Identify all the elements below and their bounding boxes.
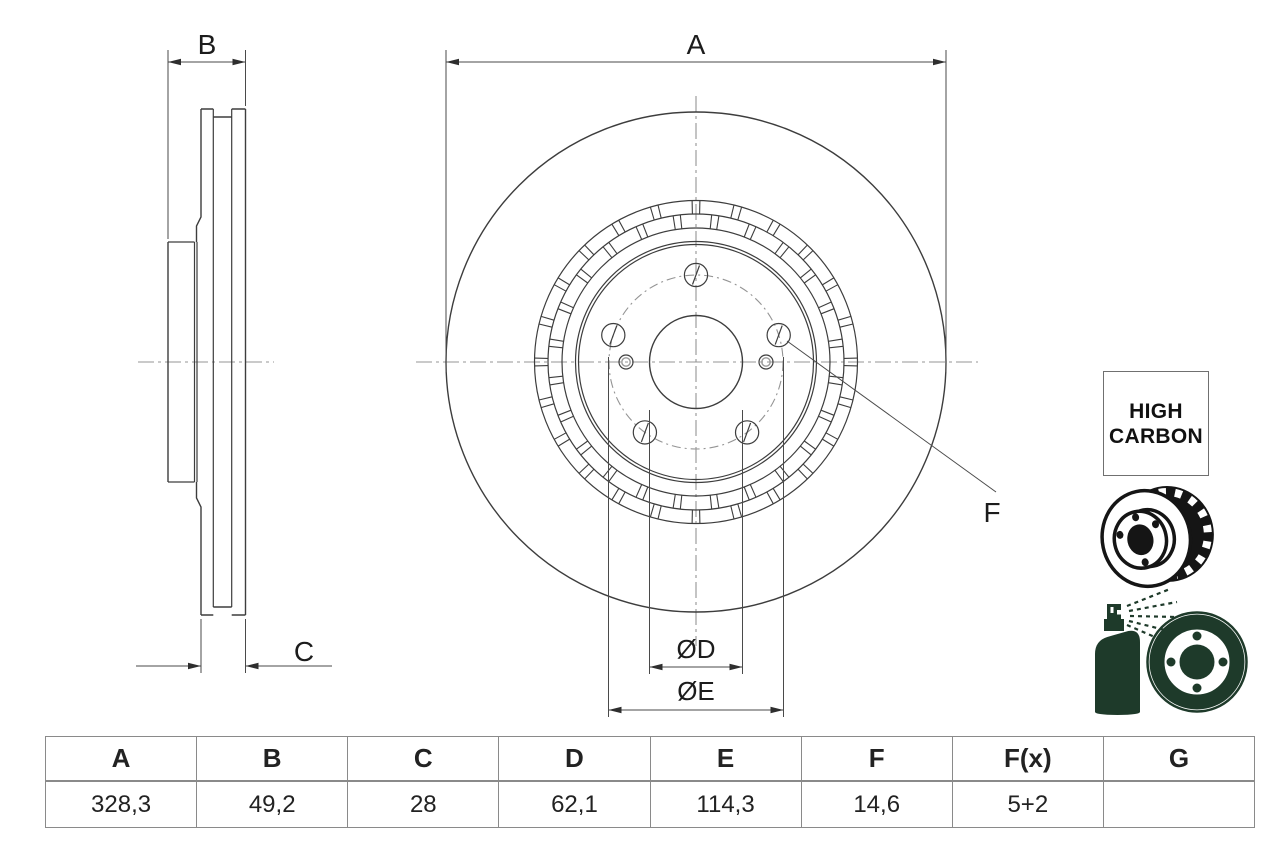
- dimension-E: ØE: [608, 357, 784, 717]
- dimensions: A B C ØD ØE: [136, 29, 1001, 717]
- dimension-A: A: [445, 29, 947, 372]
- value-f: 14,6: [800, 780, 953, 828]
- dimension-D: ØD: [649, 410, 743, 674]
- bolt-holes: [601, 262, 791, 445]
- col-header-e: E: [649, 736, 802, 782]
- label-OD: ØD: [677, 634, 716, 664]
- col-header-c: C: [347, 736, 500, 782]
- col-header-d: D: [498, 736, 651, 782]
- col-header-f: F: [800, 736, 953, 782]
- vent-segment-ticks: [534, 200, 858, 524]
- col-header-a: A: [44, 736, 198, 782]
- badge-line-2: CARBON: [1109, 424, 1203, 448]
- spray-mist: [1126, 587, 1179, 643]
- label-B: B: [198, 29, 217, 60]
- dimension-F: F: [786, 340, 1001, 528]
- side-view: [138, 108, 274, 616]
- spray-coated-disc-icon: [1093, 587, 1248, 718]
- spec-value-row: 328,3 49,2 28 62,1 114,3 14,6 5+2: [44, 780, 1256, 828]
- value-b: 49,2: [196, 780, 349, 828]
- value-fx: 5+2: [951, 780, 1104, 828]
- front-view: [416, 96, 978, 646]
- label-OE: ØE: [677, 676, 715, 706]
- center-bore-circle: [648, 314, 744, 410]
- value-g: [1102, 780, 1256, 828]
- value-c: 28: [347, 780, 500, 828]
- label-A: A: [687, 29, 706, 60]
- value-a: 328,3: [44, 780, 198, 828]
- dimension-B: B: [167, 29, 246, 239]
- value-d: 62,1: [498, 780, 651, 828]
- spray-can: [1093, 604, 1142, 718]
- vented-brake-disc-icon: [1100, 486, 1214, 589]
- spec-header-row: A B C D E F F(x) G: [44, 736, 1256, 782]
- dimension-C: C: [136, 619, 332, 673]
- locating-holes: [618, 354, 774, 370]
- badge-line-1: HIGH: [1129, 399, 1183, 423]
- value-e: 114,3: [649, 780, 802, 828]
- col-header-b: B: [196, 736, 349, 782]
- col-header-fx: F(x): [951, 736, 1104, 782]
- col-header-g: G: [1102, 736, 1256, 782]
- high-carbon-badge: HIGH CARBON: [1103, 371, 1209, 476]
- coated-disc: [1146, 611, 1248, 713]
- label-C: C: [294, 636, 314, 667]
- label-F: F: [983, 497, 1000, 528]
- dimension-spec-table: A B C D E F F(x) G 328,3 49,2 28 62,1 11…: [44, 736, 1256, 828]
